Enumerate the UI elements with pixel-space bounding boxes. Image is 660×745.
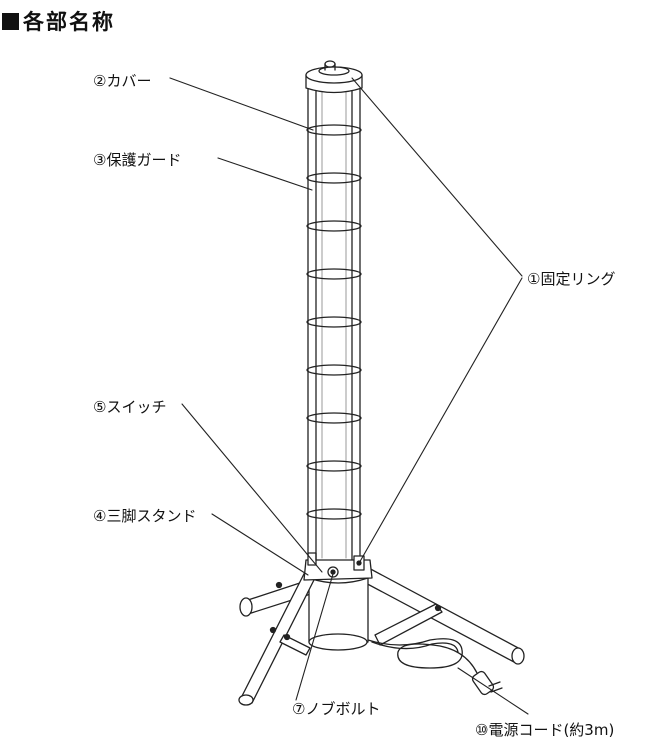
guard-ring [306,460,362,472]
label-fixing-ring: ①固定リング [527,270,616,288]
base-housing [308,577,369,651]
guard-ring [306,172,362,184]
guard-ring [306,364,362,376]
leader-guard [217,157,313,191]
guard-ring [306,316,362,328]
leader-ring-bottom [357,277,523,566]
guard-ring [306,124,362,136]
label-switch: ⑤スイッチ [93,398,167,416]
light-tube [307,82,361,561]
square-bullet-icon [2,13,19,30]
power-cord [367,638,503,696]
label-knob-bolt: ⑦ノブボルト [292,700,381,718]
label-tripod-stand: ④三脚スタンド [93,507,197,525]
guard-ring [306,508,362,520]
leader-ring-top [351,77,523,277]
guard-ring [306,268,362,280]
leader-lines [169,77,529,715]
page-title: 各部名称 [2,6,115,36]
guard-ring [306,220,362,232]
top-cover [305,60,363,94]
leader-knob [295,573,334,701]
label-cover: ②カバー [93,72,152,90]
leader-cover [169,77,314,131]
label-power-cord: ⑩電源コード(約3m) [475,721,615,739]
leader-stand [211,513,309,576]
label-protective-guard: ③保護ガード [93,151,182,169]
leader-cord [457,667,529,715]
protective-guard [306,124,362,520]
page-title-text: 各部名称 [23,10,115,34]
guard-ring [306,412,362,424]
leader-switch [181,403,323,573]
hinge-bracket [303,552,373,581]
tripod-leg-right [359,565,525,665]
